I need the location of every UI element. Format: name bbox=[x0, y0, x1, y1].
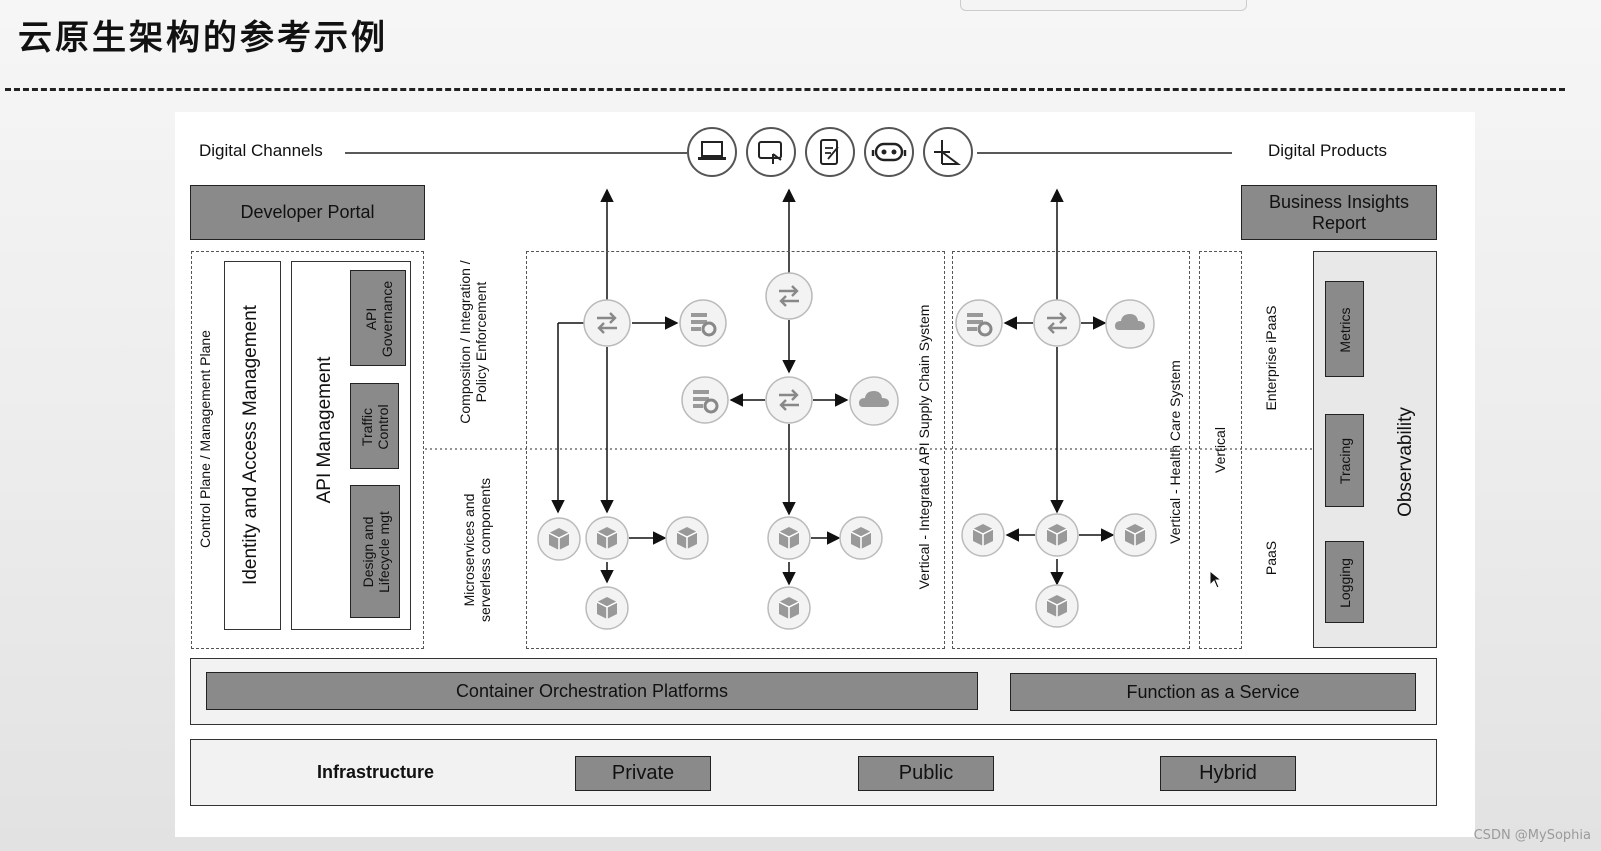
health-care-region bbox=[952, 251, 1190, 649]
composition-label: Composition / Integration / Policy Enfor… bbox=[456, 260, 489, 424]
identity-access-region bbox=[224, 261, 281, 630]
page-title: 云原生架构的参考示例 bbox=[18, 18, 388, 58]
chatbot-icon bbox=[864, 127, 914, 177]
microservice-cube-icon bbox=[537, 517, 581, 561]
microservice-cube-icon bbox=[839, 516, 883, 560]
digital-channels-label: Digital Channels bbox=[199, 141, 323, 160]
logging-box: Logging bbox=[1325, 541, 1364, 623]
design-lifecycle-box: Design and Lifecycle mgt bbox=[350, 485, 400, 618]
traffic-control-label: Traffic Control bbox=[358, 404, 391, 450]
integration-arrows-icon bbox=[1033, 299, 1081, 347]
microservice-cube-icon bbox=[1035, 513, 1079, 557]
control-plane-region bbox=[191, 251, 424, 649]
api-management-region bbox=[291, 261, 411, 630]
identity-access-label: Identity and Access Management bbox=[240, 305, 262, 585]
microservice-cube-icon bbox=[585, 516, 629, 560]
laptop-icon bbox=[687, 127, 737, 177]
developer-portal-box: Developer Portal bbox=[190, 185, 425, 240]
api-management-label: API Management bbox=[314, 356, 336, 504]
integration-arrows-icon bbox=[765, 272, 813, 320]
watermark: CSDN @MySophia bbox=[1473, 828, 1591, 843]
tracing-label: Tracing bbox=[1336, 437, 1353, 485]
faas-box: Function as a Service bbox=[1010, 673, 1416, 711]
microservice-cube-icon bbox=[767, 586, 811, 630]
observability-label: Observability bbox=[1395, 407, 1417, 517]
hybrid-box: Hybrid bbox=[1160, 756, 1296, 791]
iot-antenna-icon bbox=[923, 127, 973, 177]
microservice-cube-icon bbox=[1035, 584, 1079, 628]
api-governance-label: API Governance bbox=[362, 280, 395, 358]
container-orchestration-box: Container Orchestration Platforms bbox=[206, 672, 978, 710]
microservices-label: Microservices and serverless components bbox=[460, 478, 493, 622]
integration-arrows-icon bbox=[583, 299, 631, 347]
mouse-cursor-icon bbox=[1209, 570, 1223, 589]
infrastructure-label: Infrastructure bbox=[317, 762, 435, 782]
tracing-box: Tracing bbox=[1325, 414, 1364, 507]
cloud-icon bbox=[1105, 299, 1155, 349]
floating-toolbar[interactable] bbox=[960, 0, 1247, 11]
microservice-cube-icon bbox=[1113, 513, 1157, 557]
microservice-cube-icon bbox=[961, 513, 1005, 557]
microservice-cube-icon bbox=[665, 516, 709, 560]
microservice-cube-icon bbox=[585, 586, 629, 630]
metrics-box: Metrics bbox=[1325, 281, 1364, 377]
api-governance-box: API Governance bbox=[350, 270, 406, 366]
vertical-region bbox=[1199, 251, 1242, 649]
title-divider bbox=[5, 88, 1565, 91]
supply-chain-label: Vertical - Integrated API Supply Chain S… bbox=[915, 304, 932, 590]
supply-chain-region bbox=[526, 251, 945, 649]
control-plane-label: Control Plane / Management Plane bbox=[196, 330, 213, 548]
digital-products-label: Digital Products bbox=[1268, 141, 1388, 160]
service-settings-icon bbox=[681, 376, 729, 424]
traffic-control-box: Traffic Control bbox=[350, 383, 399, 469]
architecture-diagram: Digital Channels Digital Products Develo… bbox=[175, 112, 1475, 837]
cloud-icon bbox=[849, 376, 899, 426]
private-box: Private bbox=[575, 756, 711, 791]
logging-label: Logging bbox=[1336, 558, 1353, 608]
business-insights-box: Business Insights Report bbox=[1241, 185, 1437, 240]
design-lifecycle-label: Design and Lifecycle mgt bbox=[359, 511, 392, 593]
health-care-label: Vertical - Health Care System bbox=[1166, 360, 1183, 544]
service-settings-icon bbox=[955, 299, 1003, 347]
mobile-form-icon bbox=[805, 127, 855, 177]
enterprise-ipaas-label: Enterprise iPaaS bbox=[1262, 305, 1279, 411]
metrics-label: Metrics bbox=[1336, 307, 1353, 353]
vertical-label: Vertical bbox=[1211, 427, 1228, 473]
integration-arrows-icon bbox=[765, 376, 813, 424]
public-box: Public bbox=[858, 756, 994, 791]
connectors-layer bbox=[345, 152, 1313, 586]
tablet-touch-icon bbox=[746, 127, 796, 177]
service-settings-icon bbox=[679, 299, 727, 347]
paas-label: PaaS bbox=[1262, 540, 1279, 576]
microservice-cube-icon bbox=[767, 516, 811, 560]
